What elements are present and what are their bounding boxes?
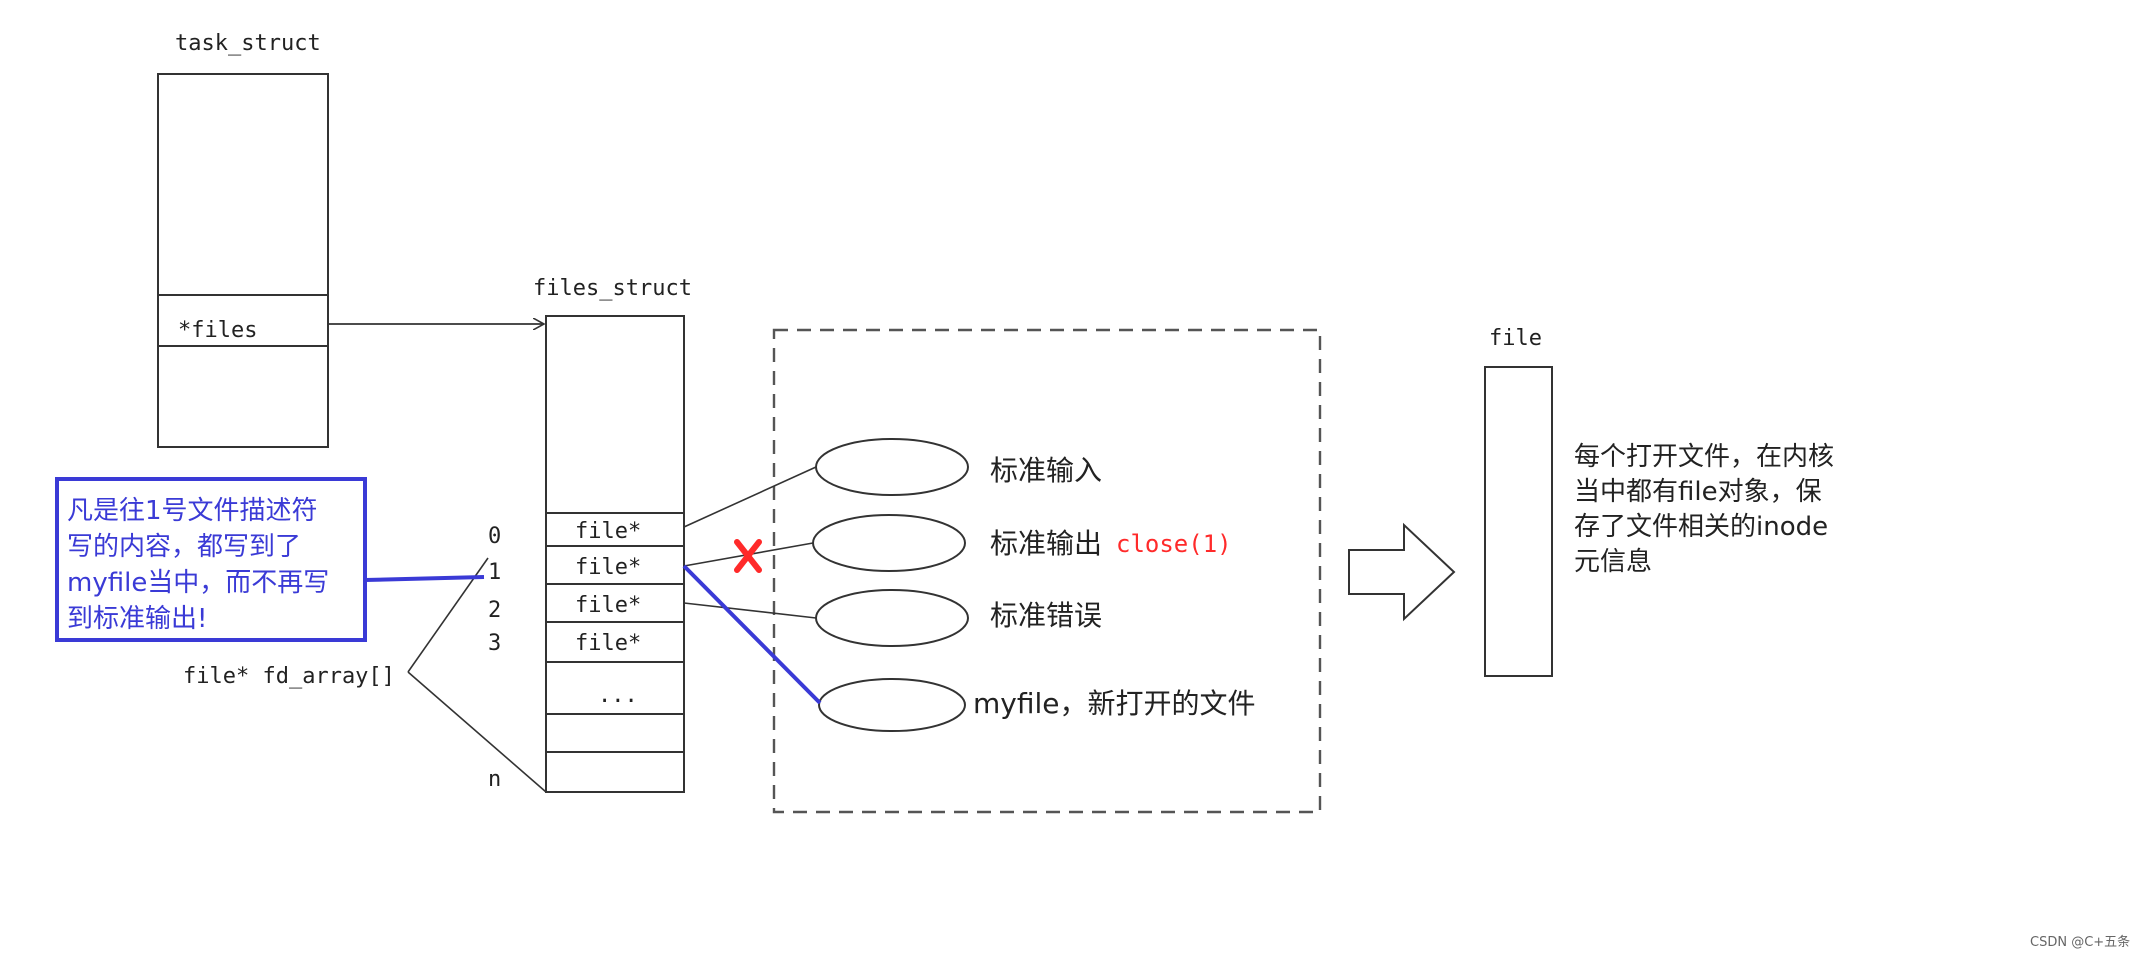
- myfile-label: myfile，新打开的文件: [973, 687, 1256, 720]
- stdin-ellipse: [815, 438, 969, 496]
- stream-myfile: myfile，新打开的文件: [818, 678, 1256, 732]
- fd-array-label: file* fd_array[]: [183, 664, 395, 689]
- cross-mark-icon: [734, 539, 762, 573]
- note-line-2: 写的内容，都写到了: [67, 532, 301, 562]
- files-pointer-field: *files: [178, 318, 257, 343]
- fd1-redirect-link: [682, 564, 822, 705]
- task-struct-box: [157, 73, 329, 448]
- note-line-4: 到标准输出!: [67, 604, 207, 634]
- file-object-box: [1484, 366, 1553, 677]
- stream-stdin: 标准输入: [815, 438, 1102, 496]
- file-desc-line-1: 每个打开文件，在内核: [1574, 442, 1834, 472]
- fd-slot-1: file*: [575, 555, 641, 580]
- fd-slot-2: file*: [575, 593, 641, 618]
- file-desc-line-2: 当中都有file对象，保: [1574, 477, 1822, 507]
- stdout-ellipse: [812, 514, 966, 572]
- stderr-ellipse: [815, 589, 969, 647]
- fd-index-1: 1: [488, 560, 501, 585]
- stream-stderr: 标准错误: [815, 589, 1102, 647]
- task-struct-title: task_struct: [175, 31, 321, 56]
- files-struct-title: files_struct: [533, 276, 692, 301]
- fd-index-n: n: [488, 767, 501, 792]
- files-struct-box: [545, 315, 685, 793]
- note-line-3: myfile当中，而不再写: [67, 568, 329, 598]
- file-desc-line-3: 存了文件相关的inode: [1574, 512, 1828, 542]
- files-struct: files_struct file* file* file* file* ...…: [183, 276, 692, 793]
- fd-index-0: 0: [488, 524, 501, 549]
- note-connector: [364, 575, 485, 582]
- fd-index-2: 2: [488, 598, 501, 623]
- close-call-note: close(1): [1116, 530, 1232, 558]
- stderr-label: 标准错误: [990, 599, 1102, 632]
- fd-slot-ellipsis: ...: [598, 683, 638, 708]
- watermark: CSDN @C+五条: [2030, 934, 2130, 950]
- fd2-link: [683, 602, 817, 619]
- myfile-ellipse: [818, 678, 966, 732]
- file-object-title: file: [1489, 326, 1542, 351]
- stream-stdout: 标准输出 close(1): [812, 514, 1232, 572]
- fd-slot-0: file*: [575, 519, 641, 544]
- file-object: file 每个打开文件，在内核 当中都有file对象，保 存了文件相关的inod…: [1484, 326, 1834, 677]
- task-struct: task_struct *files: [157, 31, 329, 448]
- fd-slot-3: file*: [575, 631, 641, 656]
- redirect-note-box: [55, 477, 367, 642]
- fd0-link: [683, 466, 817, 528]
- redirect-note: 凡是往1号文件描述符 写的内容，都写到了 myfile当中，而不再写 到标准输出…: [55, 477, 367, 642]
- note-line-1: 凡是往1号文件描述符: [67, 496, 318, 526]
- right-arrow-icon: [1348, 522, 1456, 622]
- kernel-file-region: [772, 328, 1322, 814]
- file-desc-line-4: 元信息: [1574, 547, 1652, 577]
- stdin-label: 标准输入: [990, 454, 1102, 487]
- fd-index-3: 3: [488, 631, 501, 656]
- stdout-label: 标准输出: [990, 527, 1102, 560]
